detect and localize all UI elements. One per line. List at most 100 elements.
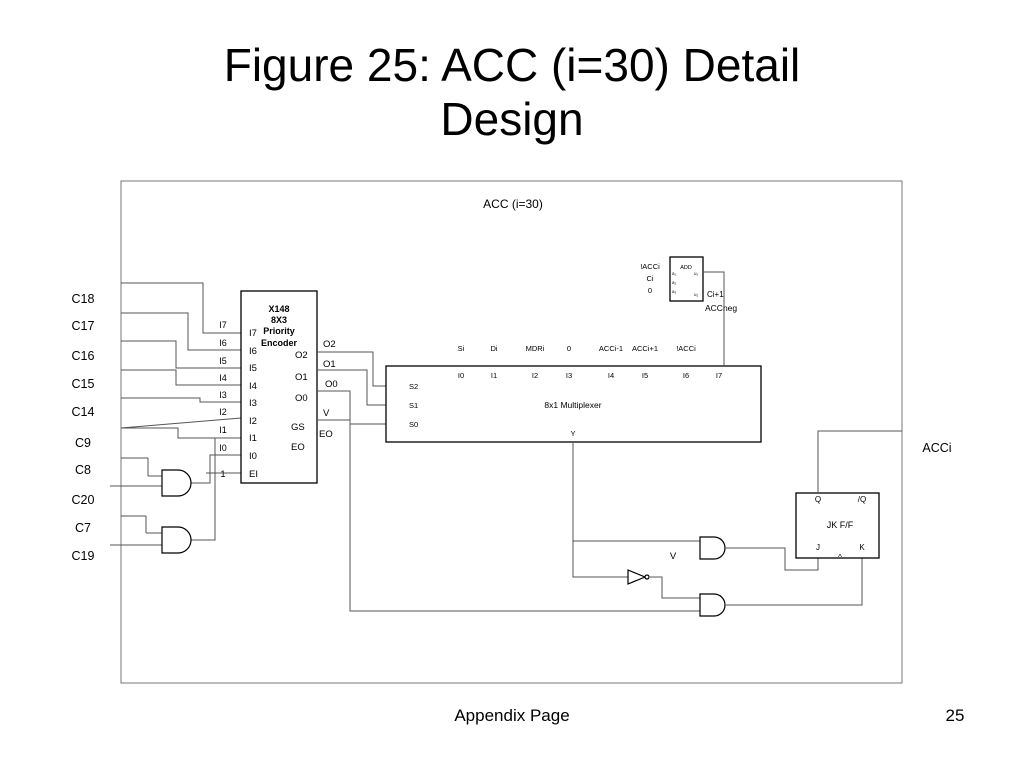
svg-text:a₂: a₂ xyxy=(672,280,677,285)
input-label-c18: C18 xyxy=(72,292,95,306)
adder-carry-out: Ci+1 xyxy=(707,290,724,299)
wire-label-i4: I4 xyxy=(219,373,227,383)
adder-side-labels: !ACCi Ci 0 xyxy=(640,262,660,295)
wire-label-eo: EO xyxy=(319,429,333,440)
mux-pin-i0: I0 xyxy=(458,371,464,380)
ff-name: JK F/F xyxy=(827,520,854,530)
slide-title-line-1: Figure 25: ACC (i=30) Detail xyxy=(223,39,801,91)
adder-pin-glyphs: a₁ u₁ a₂ a₃ u₂ xyxy=(672,271,699,297)
mux-pin-i2: I2 xyxy=(532,371,538,380)
wire-label-o1: O1 xyxy=(323,359,336,370)
jk-flipflop-pins: Q /Q J K ^ xyxy=(815,495,866,562)
mux-pin-i1: I1 xyxy=(491,371,497,380)
encoder-pin-o1: O1 xyxy=(295,372,308,383)
mux-data-mdri: MDRi xyxy=(526,344,545,353)
mux-pin-i5: I5 xyxy=(642,371,648,380)
wire-label-i7: I7 xyxy=(219,320,227,330)
adder-title: ADD xyxy=(680,265,692,271)
mux-data-labels: Si Di MDRi 0 ACCi-1 ACCi+1 !ACCi xyxy=(458,344,696,353)
adder-input-zero: 0 xyxy=(648,286,652,295)
adder-input-not-acc: !ACCi xyxy=(640,262,660,271)
mux-name: 8x1 Multiplexer xyxy=(544,400,601,410)
mux-data-acc-minus: ACCi-1 xyxy=(599,344,623,353)
mux-input-pins: I0 I1 I2 I3 I4 I5 I6 I7 xyxy=(458,371,722,380)
wire-label-o0: O0 xyxy=(325,379,338,390)
input-label-c9: C9 xyxy=(75,436,91,450)
encoder-pin-i0: I0 xyxy=(249,451,257,462)
input-label-c20: C20 xyxy=(72,493,95,507)
ff-pin-q: Q xyxy=(815,495,821,504)
mux-pin-i4: I4 xyxy=(608,371,614,380)
mux-pin-s0: S0 xyxy=(409,420,418,429)
encoder-pin-o2: O2 xyxy=(295,350,308,361)
left-input-labels: C18 C17 C16 C15 C14 C9 C8 C20 C7 C19 xyxy=(72,292,95,563)
mux-data-si: Si xyxy=(458,344,465,353)
frame-label: ACC (i=30) xyxy=(483,197,543,211)
mux-output-wires xyxy=(572,442,700,599)
wire-label-i1: I1 xyxy=(219,425,227,435)
mux-data-not-acc: !ACCi xyxy=(676,344,696,353)
adder-output-wire xyxy=(703,271,725,366)
ff-q-wire xyxy=(817,430,902,493)
wire-label-i6: I6 xyxy=(219,338,227,348)
input-label-c7: C7 xyxy=(75,521,91,535)
encoder-pin-ei: EI xyxy=(249,469,258,480)
left-and-gate-2 xyxy=(110,515,192,554)
mux-pin-s2: S2 xyxy=(409,382,418,391)
svg-text:u₁: u₁ xyxy=(694,271,699,276)
svg-text:a₁: a₁ xyxy=(672,271,677,276)
svg-text:a₃: a₃ xyxy=(672,289,677,294)
encoder-pin-eo: EO xyxy=(291,442,305,453)
ff-pin-qbar: /Q xyxy=(858,495,866,504)
encoder-pin-i7: I7 xyxy=(249,328,257,339)
svg-text:u₂: u₂ xyxy=(694,292,699,297)
mux-data-di: Di xyxy=(490,344,497,353)
encoder-title: X148 8X3 Priority Encoder xyxy=(261,304,298,348)
wire-label-i0: I0 xyxy=(219,443,227,453)
wire-label-v: V xyxy=(323,408,330,419)
ff-pin-clk: ^ xyxy=(838,553,842,562)
encoder-title-line-4: Encoder xyxy=(261,338,298,348)
input-label-c14: C14 xyxy=(72,405,95,419)
mux-pin-i3: I3 xyxy=(566,371,572,380)
input-label-c16: C16 xyxy=(72,349,95,363)
encoder-pin-o0: O0 xyxy=(295,393,308,404)
wire-label-one: 1 xyxy=(220,469,225,479)
adder-box xyxy=(669,256,704,302)
encoder-pin-i5: I5 xyxy=(249,363,257,374)
ff-pin-j: J xyxy=(816,543,820,552)
encoder-input-pins: I7 I6 I5 I4 I3 I2 I1 I0 EI xyxy=(249,328,258,480)
slide-title-line-2: Design xyxy=(440,93,584,145)
select-wires xyxy=(317,351,700,612)
encoder-input-wires xyxy=(120,282,242,541)
right-and-gate-2 xyxy=(699,556,863,617)
adder-input-ci: Ci xyxy=(646,274,653,283)
encoder-pin-i4: I4 xyxy=(249,381,257,392)
mux-pin-i6: I6 xyxy=(683,371,689,380)
footer-label: Appendix Page xyxy=(454,706,570,725)
output-label-acci: ACCi xyxy=(922,441,951,455)
priority-encoder-box xyxy=(240,290,318,484)
right-and-gate-1 xyxy=(699,536,819,571)
input-label-c8: C8 xyxy=(75,463,91,477)
encoder-output-pins: O2 O1 O0 GS EO xyxy=(291,350,308,453)
mux-pin-i7: I7 xyxy=(716,371,722,380)
encoder-title-line-3: Priority xyxy=(263,326,295,336)
mux-pin-s1: S1 xyxy=(409,401,418,410)
inverter-gate xyxy=(627,569,650,585)
encoder-pin-i1: I1 xyxy=(249,433,257,444)
input-label-c19: C19 xyxy=(72,549,95,563)
input-label-c15: C15 xyxy=(72,377,95,391)
left-and-gate-1 xyxy=(110,457,192,497)
encoder-out-wire-labels: O2 O1 O0 V EO xyxy=(319,339,338,440)
encoder-title-line-2: 8X3 xyxy=(271,315,287,325)
encoder-pin-i3: I3 xyxy=(249,398,257,409)
v-label: V xyxy=(670,551,677,562)
encoder-pin-i6: I6 xyxy=(249,346,257,357)
multiplexer-box xyxy=(385,365,762,443)
input-label-c17: C17 xyxy=(72,319,95,333)
encoder-title-line-1: X148 xyxy=(268,304,289,314)
wire-label-i2: I2 xyxy=(219,407,227,417)
wire-label-i5: I5 xyxy=(219,356,227,366)
